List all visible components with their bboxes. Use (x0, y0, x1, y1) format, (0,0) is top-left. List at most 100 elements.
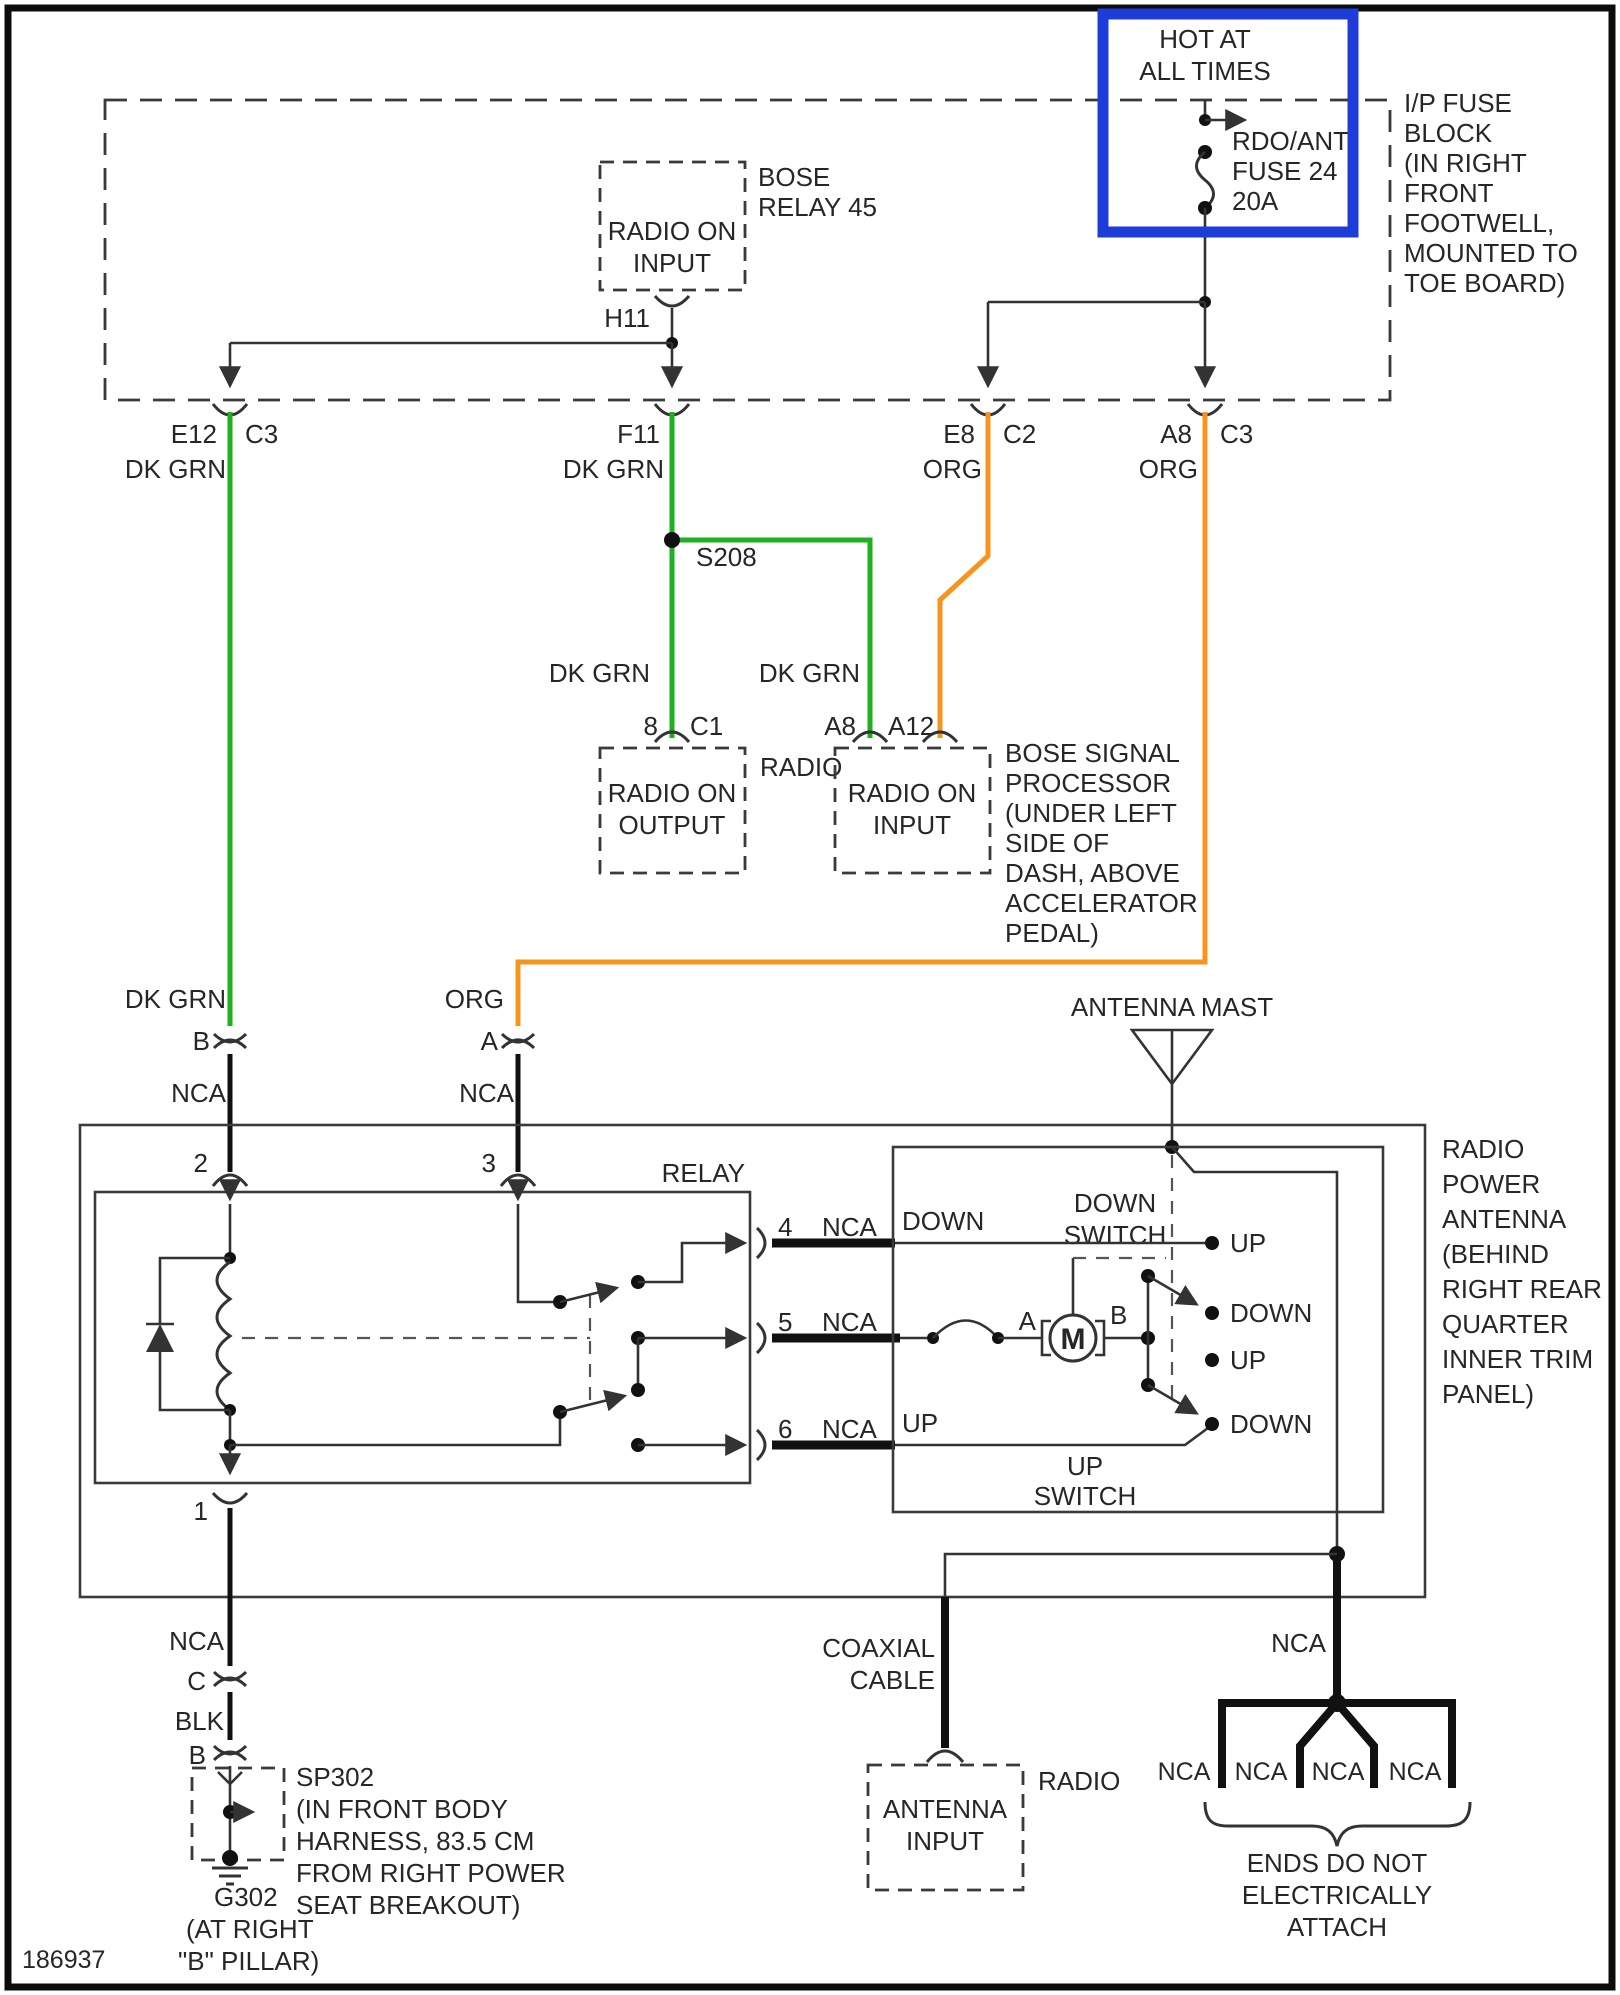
rdo-ant-fuse-circuit: HOT AT ALL TIMES RDO/ANT FUSE 24 20A (976, 24, 1349, 389)
splice-s208 (664, 532, 680, 548)
svg-text:UP: UP (1067, 1451, 1103, 1481)
svg-text:(UNDER LEFT: (UNDER LEFT (1005, 798, 1177, 828)
svg-text:B: B (193, 1026, 210, 1056)
svg-text:UP: UP (902, 1408, 938, 1438)
inline-connector-b2 (212, 1744, 248, 1762)
coax-circuit: COAXIAL CABLE ANTENNA INPUT RADIO (822, 1546, 1345, 1892)
antenna-input-box (866, 1763, 1025, 1892)
page-border (4, 4, 1616, 1991)
svg-text:UP: UP (1230, 1345, 1266, 1375)
svg-text:8: 8 (644, 711, 658, 741)
svg-text:DOWN: DOWN (1230, 1409, 1312, 1439)
highlight-box (1097, 8, 1359, 238)
svg-text:E12: E12 (171, 419, 217, 449)
svg-text:INPUT: INPUT (873, 810, 951, 840)
svg-text:NCA: NCA (1235, 1758, 1288, 1786)
svg-text:M: M (1061, 1323, 1086, 1356)
svg-text:2: 2 (194, 1148, 208, 1178)
svg-text:DOWN: DOWN (1230, 1298, 1312, 1328)
svg-text:ELECTRICALLY: ELECTRICALLY (1242, 1880, 1432, 1910)
svg-text:A8: A8 (824, 711, 856, 741)
radio-on-output: 8 C1 RADIO ON OUTPUT RADIO (598, 711, 842, 875)
svg-text:DK GRN: DK GRN (563, 454, 664, 484)
svg-text:(AT RIGHT: (AT RIGHT (186, 1914, 314, 1944)
svg-text:5: 5 (778, 1307, 792, 1337)
svg-text:(IN FRONT BODY: (IN FRONT BODY (296, 1794, 508, 1824)
relay-coil (215, 1260, 233, 1412)
relay: 2 3 RELAY (93, 1148, 878, 1526)
svg-text:E8: E8 (943, 419, 975, 449)
svg-text:RADIO: RADIO (1442, 1134, 1524, 1164)
ip-fuse-block: I/P FUSE BLOCK (IN RIGHT FRONT FOOTWELL,… (103, 88, 1578, 402)
svg-text:PANEL): PANEL) (1442, 1379, 1534, 1409)
svg-text:ACCELERATOR: ACCELERATOR (1005, 888, 1198, 918)
svg-text:H11: H11 (604, 303, 650, 333)
svg-text:G302: G302 (214, 1882, 278, 1912)
connector-h11 (653, 294, 691, 308)
svg-text:NCA: NCA (822, 1212, 878, 1242)
svg-text:NCA: NCA (169, 1626, 225, 1656)
svg-text:RADIO ON: RADIO ON (848, 778, 977, 808)
svg-text:BOSE SIGNAL: BOSE SIGNAL (1005, 738, 1180, 768)
svg-text:NCA: NCA (171, 1078, 227, 1108)
svg-text:20A: 20A (1232, 186, 1279, 216)
svg-text:DK GRN: DK GRN (549, 658, 650, 688)
svg-text:MOUNTED TO: MOUNTED TO (1404, 238, 1578, 268)
relay-armature-upper (559, 1281, 620, 1304)
svg-text:RIGHT REAR: RIGHT REAR (1442, 1274, 1602, 1304)
svg-text:ANTENNA: ANTENNA (1442, 1204, 1567, 1234)
radio-power-antenna: RADIO POWER ANTENNA (BEHIND RIGHT REAR Q… (78, 1123, 1602, 1599)
relay-armature-lower (559, 1389, 628, 1414)
svg-text:DASH, ABOVE: DASH, ABOVE (1005, 858, 1180, 888)
svg-text:HARNESS, 83.5 CM: HARNESS, 83.5 CM (296, 1826, 534, 1856)
relay-diode (146, 1256, 230, 1412)
fuse-block-connectors: E12 C3 F11 E8 C2 A8 C3 DK GRN DK GRN ORG… (125, 403, 1253, 484)
fuse-label: RDO/ANT (1232, 126, 1349, 156)
svg-text:S208: S208 (696, 542, 757, 572)
svg-text:NCA: NCA (1312, 1758, 1365, 1786)
svg-text:A: A (481, 1026, 499, 1056)
radio-label: RADIO (760, 752, 842, 782)
svg-text:DK GRN: DK GRN (125, 984, 226, 1014)
svg-text:OUTPUT: OUTPUT (619, 810, 726, 840)
svg-text:C3: C3 (1220, 419, 1253, 449)
svg-text:B: B (189, 1740, 206, 1770)
svg-text:FROM RIGHT POWER: FROM RIGHT POWER (296, 1858, 566, 1888)
svg-text:4: 4 (778, 1212, 792, 1242)
wire-org-e8 (937, 412, 991, 738)
ground-symbol (212, 1866, 248, 1886)
svg-text:BLOCK: BLOCK (1404, 118, 1493, 148)
svg-text:INPUT: INPUT (906, 1826, 984, 1856)
svg-text:FRONT: FRONT (1404, 178, 1494, 208)
svg-text:NCA: NCA (822, 1414, 878, 1444)
inline-connector-a: ORG A NCA (445, 984, 536, 1172)
svg-text:F11: F11 (617, 419, 660, 449)
ground-path: NCA C BLK B SP302 (IN FRONT BODY HARNESS… (169, 1508, 566, 1976)
svg-text:ATTACH: ATTACH (1287, 1912, 1387, 1942)
svg-text:SP302: SP302 (296, 1762, 374, 1792)
svg-text:ORG: ORG (923, 454, 982, 484)
svg-text:ENDS DO NOT: ENDS DO NOT (1247, 1848, 1428, 1878)
svg-text:NCA: NCA (1271, 1628, 1327, 1658)
inline-connector-b: DK GRN B NCA (125, 984, 248, 1172)
svg-text:INNER TRIM: INNER TRIM (1442, 1344, 1593, 1374)
svg-text:"B" PILLAR): "B" PILLAR) (178, 1946, 319, 1976)
svg-text:UP: UP (1230, 1228, 1266, 1258)
nca-split: NCA NCA NCA NCA NCA ENDS DO NOT ELECTRIC… (1158, 1558, 1472, 1942)
svg-text:A12: A12 (888, 711, 934, 741)
fuse-block-note: I/P FUSE (1404, 88, 1512, 118)
antenna-switch-assembly: DOWN SWITCH UP SWITCH DOWN UP A M B (891, 1145, 1385, 1554)
wires: S208 (227, 412, 1208, 1026)
svg-text:RADIO ON: RADIO ON (608, 778, 737, 808)
svg-text:NCA: NCA (1389, 1758, 1442, 1786)
svg-text:ALL TIMES: ALL TIMES (1139, 56, 1271, 86)
svg-text:FOOTWELL,: FOOTWELL, (1404, 208, 1554, 238)
svg-text:1: 1 (194, 1496, 208, 1526)
hot-at-label: HOT AT (1159, 24, 1251, 54)
svg-text:DOWN: DOWN (1074, 1188, 1156, 1218)
svg-text:RADIO: RADIO (1038, 1766, 1120, 1796)
svg-text:6: 6 (778, 1414, 792, 1444)
svg-text:CABLE: CABLE (850, 1665, 935, 1695)
